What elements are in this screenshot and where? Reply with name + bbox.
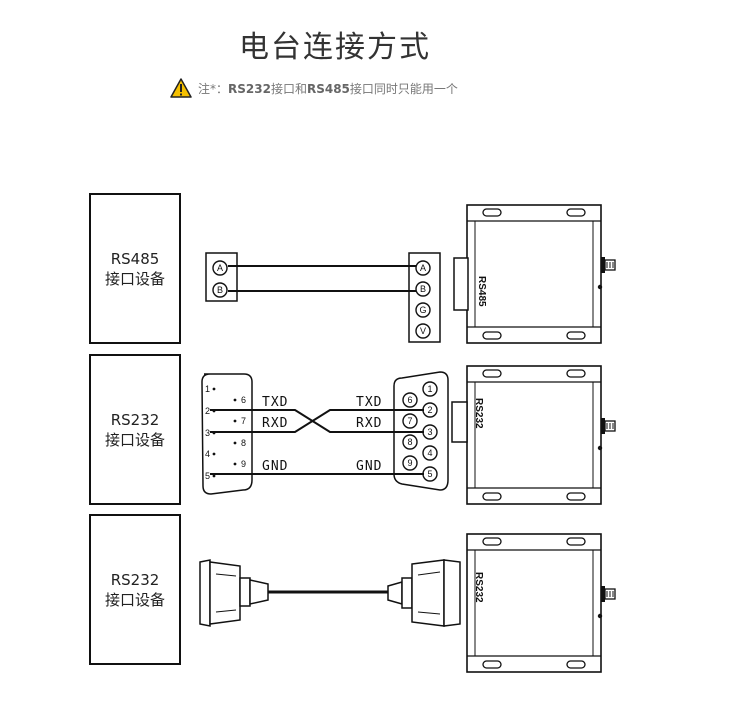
terminal-right-v: V — [420, 326, 426, 336]
note-prefix: 注*： — [198, 81, 229, 96]
device-label-line1: RS232 — [110, 570, 160, 589]
signal-right-txd: TXD — [356, 395, 382, 410]
left-pin-4: 4 — [205, 449, 210, 459]
left-pin-2: 2 — [205, 406, 210, 416]
right-pin-9: 9 — [407, 458, 412, 468]
signal-right-rxd: RXD — [356, 416, 382, 431]
radio-unit-3: RS232 — [466, 533, 616, 673]
signal-left-gnd: GND — [262, 459, 288, 474]
terminal-right-b: B — [420, 284, 426, 294]
right-pin-8: 8 — [407, 437, 412, 447]
radio-unit-2: RS232 — [451, 365, 616, 505]
terminal-right-g: G — [419, 305, 426, 315]
radio-label-3: RS232 — [473, 572, 484, 603]
device-box-rs232-a: RS232 接口设备 — [89, 354, 181, 505]
right-pin-3: 3 — [427, 427, 432, 437]
left-pin-1: 1 — [205, 384, 210, 394]
warning-triangle-icon — [170, 78, 192, 98]
page-title: 电台连接方式 — [239, 30, 431, 65]
note-interface-2: RS485 — [306, 81, 350, 96]
device-label-line2: 接口设备 — [104, 590, 165, 609]
db9-wiring: 1 2 3 4 5 6 7 8 9 1 2 3 4 5 — [201, 371, 449, 495]
note: 注*：RS232接口和RS485接口同时只能用一个 — [170, 78, 458, 98]
radio-unit-1: RS485 · · · · — [453, 204, 616, 344]
left-pin-7: 7 — [241, 416, 246, 426]
device-box-rs232-b: RS232 接口设备 — [89, 514, 181, 665]
terminal-left-a: A — [217, 263, 223, 273]
db9-left-plug — [199, 559, 211, 627]
left-pin-9: 9 — [241, 459, 246, 469]
note-interface-1: RS232 — [228, 81, 271, 96]
right-pin-7: 7 — [407, 416, 412, 426]
terminal-left-b: B — [217, 285, 223, 295]
signal-left-rxd: RXD — [262, 416, 288, 431]
device-label-line1: RS485 — [110, 249, 160, 268]
radio-port-pins-1: · · · · — [465, 292, 470, 308]
rs485-wiring: A B A B G V — [205, 252, 441, 343]
db9-cable — [199, 559, 461, 627]
left-pin-5: 5 — [205, 471, 210, 481]
radio-label-1: RS485 — [476, 276, 487, 307]
left-pin-6: 6 — [241, 395, 246, 405]
db9-left-connector — [201, 373, 253, 495]
left-pin-3: 3 — [205, 428, 210, 438]
db9-right-plug — [387, 581, 403, 605]
signal-right-gnd: GND — [356, 459, 382, 474]
device-box-rs485: RS485 接口设备 — [89, 193, 181, 344]
device-label-line2: 接口设备 — [104, 269, 165, 288]
device-label-line1: RS232 — [110, 410, 160, 429]
terminal-right-a: A — [420, 263, 426, 273]
right-pin-6: 6 — [407, 395, 412, 405]
note-suffix: 接口同时只能用一个 — [349, 81, 458, 96]
note-mid: 接口和 — [270, 81, 307, 96]
left-pin-8: 8 — [241, 438, 246, 448]
right-pin-2: 2 — [427, 405, 432, 415]
right-pin-1: 1 — [427, 384, 432, 394]
signal-left-txd: TXD — [262, 395, 288, 410]
right-pin-4: 4 — [427, 448, 432, 458]
right-pin-5: 5 — [427, 469, 432, 479]
device-label-line2: 接口设备 — [104, 430, 165, 449]
radio-label-2: RS232 — [473, 398, 484, 429]
